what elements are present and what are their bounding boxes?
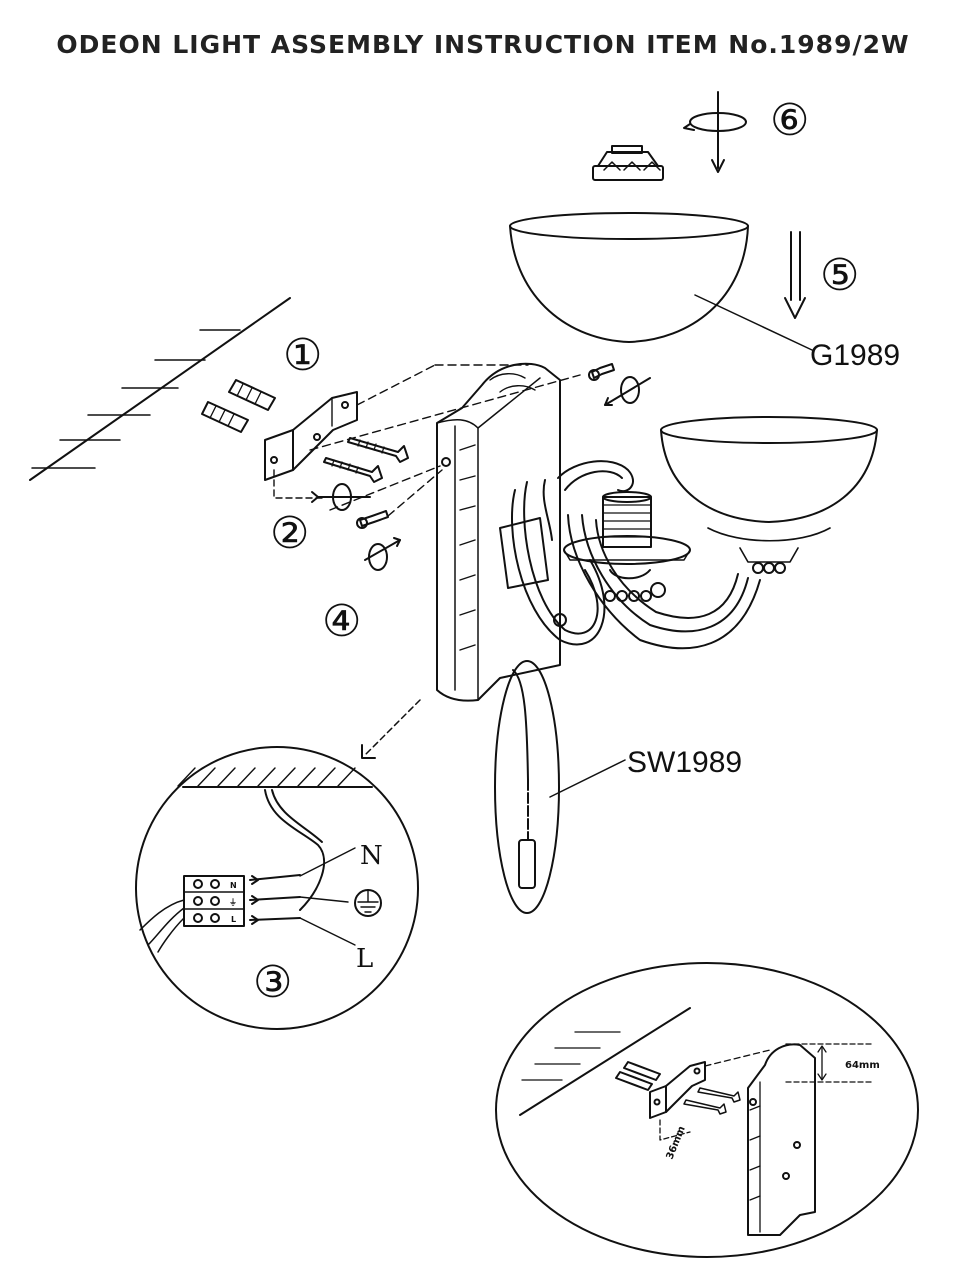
step-5-label: ⑤ [820,250,859,301]
glass-shade-part-label: G1989 [810,339,900,372]
wall-sconce-part-label: SW1989 [627,746,742,779]
mounting-bracket [264,391,358,499]
step-3-label: ③ [253,957,292,1008]
terminal-label-earth: ⏚ [229,898,237,907]
bracket-screws [323,437,409,483]
bracket-spacing-dimension: 64mm [845,1060,880,1071]
pull-switch [494,660,626,914]
rotate-down-arrow-icon [683,91,747,173]
step-2-label: ② [270,508,309,559]
top-cap [592,145,664,181]
cover-screws [356,363,615,529]
document-title: ODEON LIGHT ASSEMBLY INSTRUCTION ITEM No… [56,30,910,59]
step-6-label: ⑥ [770,95,809,146]
step-1-label: ① [283,330,322,381]
hole-spacing-dimension: 36mm [665,1125,688,1161]
live-wire-label: L [356,944,373,974]
wall-anchors [201,379,276,433]
neutral-wire-label: N [360,841,383,871]
terminal-label-neutral: N [230,881,237,890]
bulb-socket [563,491,691,602]
screwdriver-rotate-icon [311,376,651,571]
detail-arrow-icon [361,699,421,759]
terminal-label-live: L [231,915,236,924]
lamp-arms [499,460,761,650]
down-arrow-icon [784,231,806,319]
wiring-detail [135,746,419,1030]
dimension-detail [495,962,919,1258]
back-plate [436,362,561,702]
wall [29,297,291,481]
assembled-glass-shade [660,416,878,574]
step-4-label: ④ [322,596,361,647]
glass-shade [509,212,813,351]
